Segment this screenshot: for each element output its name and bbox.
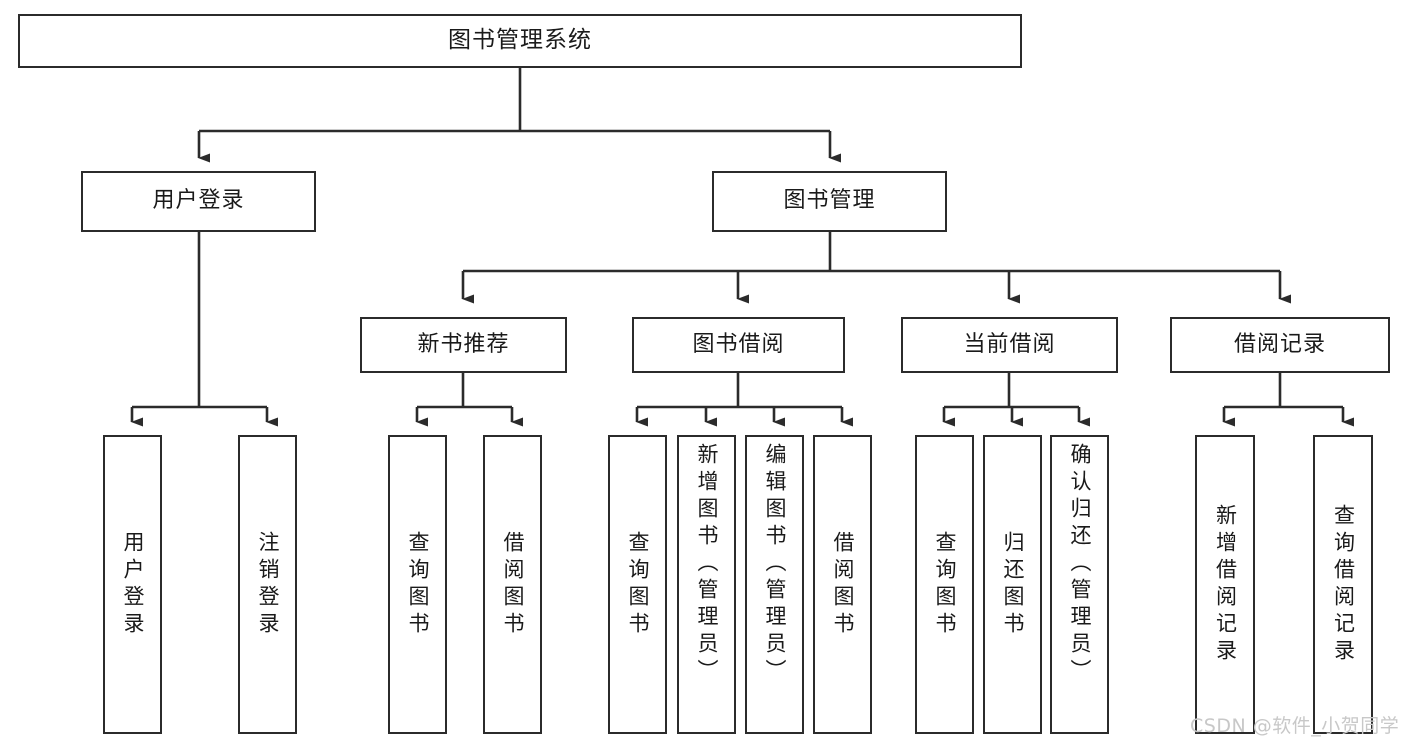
node-label: 图书管理 xyxy=(783,188,876,214)
node-label: 查询图书 xyxy=(406,530,430,639)
node-label: 查询图书 xyxy=(626,530,650,639)
node-label: 图书管理系统 xyxy=(448,27,592,54)
node-label: 查询图书 xyxy=(933,530,957,639)
node-book-borrow[interactable]: 图书借阅 xyxy=(632,317,845,373)
leaf-book-borrow-borrow-book[interactable]: 借阅图书 xyxy=(813,435,872,734)
node-book-management[interactable]: 图书管理 xyxy=(712,171,947,232)
leaf-book-borrow-add-book-admin[interactable]: 新增图书（管理员） xyxy=(677,435,736,734)
leaf-book-borrow-query-book[interactable]: 查询图书 xyxy=(608,435,667,734)
leaf-borrow-record-add-record[interactable]: 新增借阅记录 xyxy=(1195,435,1255,734)
node-label: 编辑图书（管理员） xyxy=(763,443,787,686)
leaf-new-book-borrow-book[interactable]: 借阅图书 xyxy=(483,435,542,734)
node-label: 查询借阅记录 xyxy=(1331,503,1356,666)
node-user-login[interactable]: 用户登录 xyxy=(81,171,316,232)
leaf-new-book-query-book[interactable]: 查询图书 xyxy=(388,435,447,734)
node-label: 新增图书（管理员） xyxy=(695,443,719,686)
leaf-book-borrow-edit-book-admin[interactable]: 编辑图书（管理员） xyxy=(745,435,804,734)
node-label: 用户登录 xyxy=(152,188,245,214)
leaf-user-login-logout[interactable]: 注销登录 xyxy=(238,435,297,734)
leaf-current-borrow-return-book[interactable]: 归还图书 xyxy=(983,435,1042,734)
node-label: 当前借阅 xyxy=(963,331,1056,357)
node-label: 借阅记录 xyxy=(1233,331,1326,357)
node-label: 确认归还（管理员） xyxy=(1068,443,1092,686)
csdn-watermark: CSDN @软件_小贺同学 xyxy=(1190,715,1400,737)
leaf-current-borrow-query-book[interactable]: 查询图书 xyxy=(915,435,974,734)
node-label: 借阅图书 xyxy=(501,530,525,639)
node-new-book-recommend[interactable]: 新书推荐 xyxy=(360,317,567,373)
node-label: 新书推荐 xyxy=(417,331,510,357)
node-current-borrow[interactable]: 当前借阅 xyxy=(901,317,1118,373)
leaf-borrow-record-query-record[interactable]: 查询借阅记录 xyxy=(1313,435,1373,734)
node-root-book-management-system[interactable]: 图书管理系统 xyxy=(18,14,1022,68)
node-label: 新增借阅记录 xyxy=(1213,503,1238,666)
node-label: 归还图书 xyxy=(1001,530,1025,639)
node-label: 图书借阅 xyxy=(692,331,785,357)
node-label: 注销登录 xyxy=(256,530,280,639)
node-borrow-record[interactable]: 借阅记录 xyxy=(1170,317,1390,373)
leaf-user-login-login[interactable]: 用户登录 xyxy=(103,435,162,734)
node-label: 借阅图书 xyxy=(831,530,855,639)
leaf-current-borrow-confirm-return-admin[interactable]: 确认归还（管理员） xyxy=(1050,435,1109,734)
node-label: 用户登录 xyxy=(121,530,145,639)
